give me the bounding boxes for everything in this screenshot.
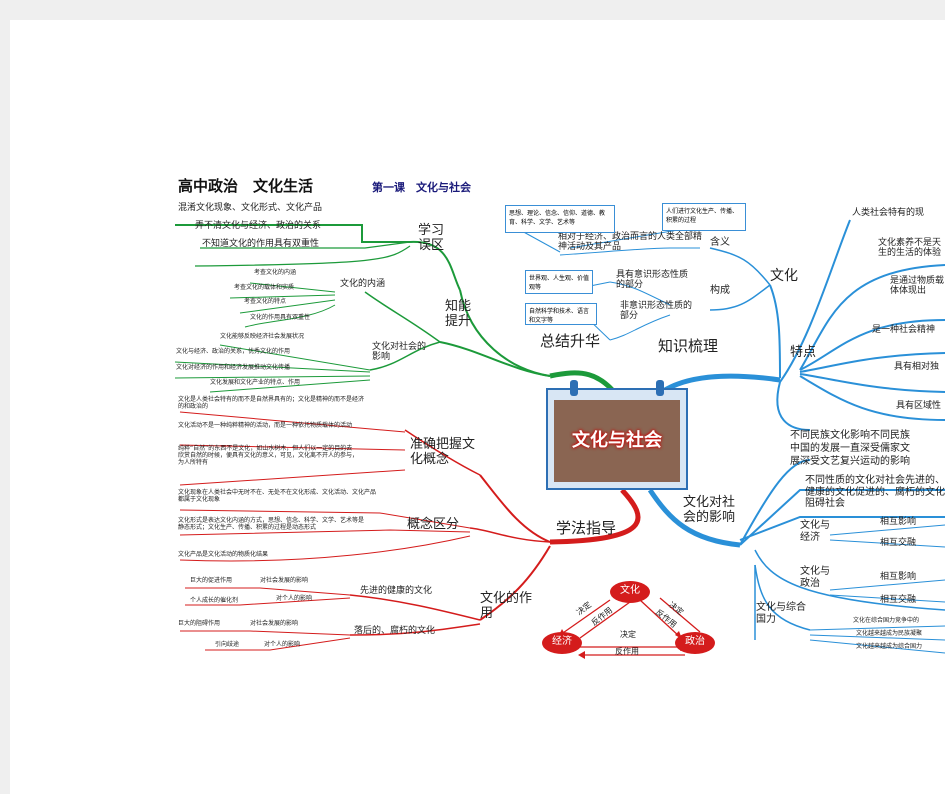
grasp-item: 纯粹“自然”的东西不是文化，如山水树木，但人们以一定的目的去欣赏自然的时候，便具… [178, 445, 359, 466]
improve-label: 知能提升 [445, 299, 472, 329]
backward-effect: 巨大的阻碍作用 [178, 620, 221, 627]
card-picture [554, 400, 680, 482]
connector-lines [174, 219, 945, 659]
structure-label: 构成 [710, 285, 730, 296]
backward-effect: 引向歧途 [215, 641, 240, 648]
influence-line: 中国的发展一直深受儒家文 [790, 443, 910, 454]
card-ring-right [656, 380, 664, 396]
distinguish-label: 概念区分 [407, 517, 460, 532]
mistake-item: 不知道文化的作用具有双重性 [202, 239, 320, 249]
mindmap-page: 高中政治 文化生活 第一课 文化与社会 文化与社会 总结升华 知识梳理 学法指导… [10, 20, 945, 794]
culture-politics-item: 相互交融 [880, 595, 917, 605]
culture-politics-item: 相互影响 [880, 572, 917, 582]
branch-summary: 总结升华 [540, 332, 601, 350]
grasp-item: 文化活动不是一种纯粹精神的活动，而是一种依托物质载体的活动 [178, 422, 353, 429]
advanced-effect: 巨大的促进作用 [190, 577, 233, 584]
non-ideological-part: 非意识形态性质的部分 [620, 301, 693, 322]
distinguish-item: 文化形式是表达文化内涵的方式，思想、信念、科学、文学、艺术等是静态形式；文化生产… [178, 517, 365, 531]
non-ideology-box: 自然科学和技术、语言和文字等 [525, 303, 597, 325]
backward-culture-label: 落后的、腐朽的文化 [354, 626, 436, 636]
ideology-box: 世界观、人生观、价值观等 [525, 270, 593, 294]
edge-decide-label: 决定 [620, 630, 636, 639]
social-impact-item: 文化发展和文化产业的特点、作用 [210, 379, 301, 386]
page-subtitle: 第一课 文化与社会 [372, 181, 471, 194]
ideological-part: 具有意识形态性质的部分 [616, 270, 689, 291]
center-card: 文化与社会 [546, 380, 688, 490]
connotation-label: 文化的内涵 [340, 279, 386, 289]
triangle-economy-node [542, 632, 582, 654]
feature-item: 具有相对独 [894, 362, 940, 372]
card-ring-left [570, 380, 578, 396]
advanced-scope: 对个人的影响 [276, 595, 313, 602]
meaning-box-process: 人们进行文化生产、传播、积累的过程 [662, 203, 746, 231]
triangle-politics-label: 政治 [685, 636, 705, 647]
culture-politics-label: 文化与政治 [800, 566, 830, 589]
distinguish-item: 文化现象在人类社会中无时不在、无处不在文化形成、文化活动、文化产品都属于文化现象 [178, 489, 377, 503]
branch-influence: 文化对社会的影响 [683, 495, 736, 525]
culture-economy-label: 文化与经济 [800, 520, 830, 543]
edge-react-label: 反作用 [615, 647, 639, 656]
feature-item: 人类社会特有的现 [852, 208, 925, 218]
branch-method: 学法指导 [556, 519, 617, 537]
culture-economy-item: 相互影响 [880, 517, 917, 527]
culture-power-item: 文化越来越成为民族凝聚 [856, 630, 923, 637]
mistake-item: 混淆文化现象、文化形式、文化产品 [178, 203, 323, 213]
connotation-item: 考查文化的内涵 [254, 269, 297, 276]
social-impact-item: 文化与经济、政治的关系，优秀文化的作用 [176, 348, 291, 355]
culture-power-item: 文化在综合国力竞争中的 [853, 617, 920, 624]
triangle-politics-node [675, 632, 715, 654]
feature-item: 是一种社会精神 [872, 325, 936, 335]
grasp-label: 准确把握文化概念 [410, 437, 476, 467]
triangle-culture-node [610, 581, 650, 603]
distinguish-item: 文化产品是文化活动的物质化结果 [178, 551, 269, 558]
influence-line: 展深受文艺复兴运动的影响 [790, 456, 910, 467]
triangle-culture-label: 文化 [620, 585, 640, 596]
advanced-culture-label: 先进的健康的文化 [360, 586, 433, 596]
culture-power-item: 文化越来越成为综合国力 [856, 643, 923, 650]
feature-item: 是通过物质载体体现出 [890, 276, 945, 297]
meaning-box-content: 思想、理论、信念、信仰、道德、教育、科学、文学、艺术等 [505, 205, 615, 233]
mistakes-label: 学习误区 [418, 223, 445, 253]
connotation-item: 考查文化的载体和实质 [234, 284, 295, 291]
connotation-item: 考查文化的特点 [244, 298, 287, 305]
grasp-item: 文化是人类社会特有的而不是自然界具有的；文化是精神的而不是经济的和政治的 [178, 396, 365, 410]
advanced-scope: 对社会发展的影响 [260, 577, 309, 584]
backward-scope: 对个人的影响 [264, 641, 301, 648]
mistake-item: 弄不清文化与经济、政治的关系 [195, 221, 322, 231]
meaning-text: 相对于经济、政治而言的人类全部精神活动及其产品 [558, 232, 703, 253]
culture-economy-item: 相互交融 [880, 538, 917, 548]
page-title: 高中政治 文化生活 [178, 177, 314, 195]
branch-knowledge: 知识梳理 [658, 337, 719, 355]
nature-influence-text: 不同性质的文化对社会先进的、健康的文化促进的、腐朽的文化阻碍社会 [805, 475, 945, 509]
influence-line: 不同民族文化影响不同民族 [790, 430, 910, 441]
triangle-economy-label: 经济 [552, 636, 572, 647]
connotation-item: 文化的作用具有双重性 [250, 314, 311, 321]
center-label: 文化与社会 [572, 430, 662, 451]
feature-item: 文化素养不是天生的生活的体验 [878, 238, 942, 259]
social-impact-item: 文化能够反映经济社会发展状况 [220, 333, 305, 340]
role-label: 文化的作用 [480, 591, 533, 621]
social-impact-label: 文化对社会的影响 [372, 342, 427, 363]
culture-power-label: 文化与综合国力 [756, 602, 806, 625]
culture-node: 文化 [770, 268, 798, 284]
social-impact-item: 文化对经济的作用和经济发展推动文化传播 [176, 364, 291, 371]
advanced-effect: 个人成长的催化剂 [190, 597, 239, 604]
backward-scope: 对社会发展的影响 [250, 620, 299, 627]
meaning-label: 含义 [710, 237, 730, 248]
feature-item: 具有区域性 [896, 401, 942, 411]
features-label: 特点 [790, 345, 817, 360]
